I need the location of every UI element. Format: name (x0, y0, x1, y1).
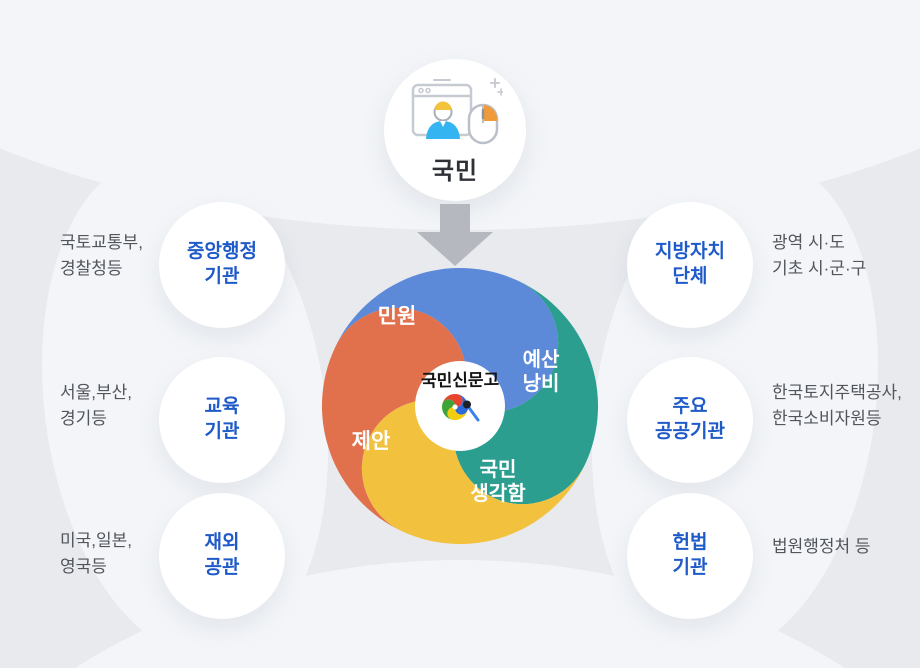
service-pinwheel: 민원 예산 낭비 제안 국민 생각함 국민신문고 (310, 256, 610, 556)
segment-kukmin-saenggakham (361, 399, 586, 545)
node-label-line: 재외 (204, 532, 240, 554)
node-label-line: 기관 (204, 266, 240, 287)
segment-label-minwon: 민원 (362, 304, 432, 330)
citizen-circle: 국민 (384, 59, 526, 201)
segment-label-jean: 제안 (336, 429, 406, 455)
desc-overseas: 미국,일본, 영국등 (60, 528, 200, 580)
node-label-line: 단체 (672, 266, 708, 287)
segment-label-line: 민원 (377, 305, 417, 328)
node-label-line: 기관 (672, 557, 708, 578)
desc-line: 서울,부산, (60, 383, 133, 402)
node-public-institution: 주요 공공기관 (627, 357, 753, 483)
shinmungo-drum-icon (441, 393, 480, 422)
desc-line: 법원행정처 등 (772, 537, 871, 556)
desc-education: 서울,부산, 경기등 (60, 380, 200, 432)
node-local-government: 지방자치 단체 (627, 202, 753, 328)
node-label-line: 헌법 (672, 532, 708, 554)
segment-jean (321, 307, 467, 532)
node-label-line: 공공기관 (655, 421, 725, 442)
desc-line: 광역 시·도 (772, 233, 845, 252)
segment-label-line: 제안 (351, 430, 391, 453)
node-constitutional-agency: 헌법 기관 (627, 493, 753, 619)
pinwheel-chart (321, 267, 599, 545)
desc-line: 영국등 (60, 557, 107, 576)
desc-line: 한국토지주택공사, (772, 383, 902, 402)
desc-line: 경기등 (60, 409, 107, 428)
segment-yesan-nangbi (453, 280, 599, 505)
segment-label-kukmin-saenggakham: 국민 생각함 (460, 458, 536, 507)
citizen-online-icon (411, 78, 503, 145)
node-label-line: 지방자치 (655, 241, 725, 263)
segment-label-line: 생각함 (470, 483, 526, 506)
segment-minwon (334, 267, 559, 413)
desc-central-admin: 국토교통부, 경찰청등 (60, 230, 200, 282)
segment-label-yesan-nangbi: 예산 낭비 (505, 348, 577, 397)
segment-label-line: 예산 (522, 349, 560, 371)
node-central-admin-agency: 중앙행정 기관 (159, 202, 285, 328)
node-label-line: 중앙행정 (187, 241, 257, 263)
desc-line: 미국,일본, (60, 531, 133, 550)
node-label-line: 주요 (672, 396, 708, 418)
node-label-line: 기관 (204, 421, 240, 442)
node-education-agency: 교육 기관 (159, 357, 285, 483)
desc-line: 국토교통부, (60, 233, 143, 252)
node-label-line: 공관 (204, 557, 240, 578)
epeople-logo-text: 국민신문고 (420, 370, 500, 391)
epeople-logo: 국민신문고 (405, 366, 515, 450)
node-label-line: 교육 (204, 396, 240, 418)
segment-label-line: 국민 (479, 459, 517, 481)
citizen-label: 국민 (431, 158, 479, 185)
desc-local-government: 광역 시·도 기초 시·군·구 (772, 230, 920, 282)
desc-line: 경찰청등 (60, 259, 123, 278)
segment-label-line: 낭비 (522, 373, 560, 396)
desc-constitutional-agency: 법원행정처 등 (772, 534, 920, 560)
desc-line: 기초 시·군·구 (772, 259, 867, 278)
desc-line: 한국소비자원등 (772, 409, 882, 428)
node-overseas-mission: 재외 공관 (159, 493, 285, 619)
desc-public-institution: 한국토지주택공사, 한국소비자원등 (772, 380, 920, 432)
down-arrow-icon (417, 204, 493, 266)
